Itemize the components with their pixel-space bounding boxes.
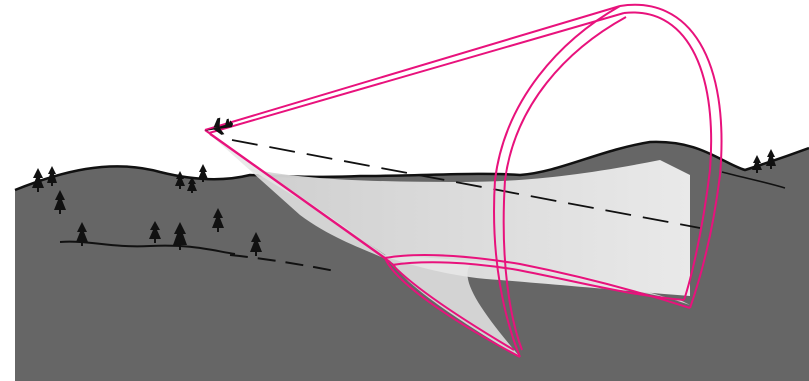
aircraft-icon [202,115,235,139]
cone-upper-edge [205,6,620,130]
cone-upper-edge-inner [209,13,624,133]
